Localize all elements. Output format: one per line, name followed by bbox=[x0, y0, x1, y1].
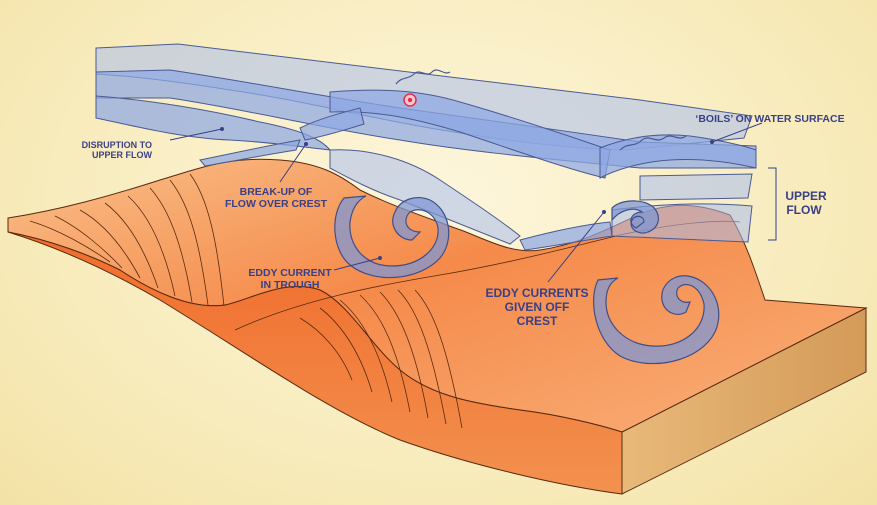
breakup-label-line2: FLOW OVER CREST bbox=[225, 198, 328, 210]
eddy-trough-label-line1: EDDY CURRENT bbox=[248, 267, 332, 279]
leader-lines bbox=[169, 122, 777, 283]
eddies-crest-label-line1: EDDY CURRENTS bbox=[485, 286, 588, 300]
flow-sheet-lower-1 bbox=[639, 173, 753, 201]
red-target-marker-icon[interactable] bbox=[403, 93, 417, 107]
disruption-label-line1: DISRUPTION TO bbox=[82, 140, 152, 150]
upper-flow-sheets bbox=[95, 43, 757, 251]
disruption-label-line2: UPPER FLOW bbox=[92, 150, 153, 160]
eddies-crest-label-line2: GIVEN OFF bbox=[505, 300, 570, 314]
eddy-crest bbox=[593, 275, 720, 365]
upper-flow-label-line1: UPPER bbox=[785, 189, 827, 203]
falling-sheet bbox=[329, 149, 521, 245]
boils-tube bbox=[599, 134, 757, 179]
eddies-crest-label-line3: CREST bbox=[517, 314, 558, 328]
breakup-fragment-1 bbox=[199, 139, 301, 167]
crest-ridge-lines-1 bbox=[29, 173, 225, 307]
eddy-trough-label-line2: IN TROUGH bbox=[261, 279, 320, 291]
sand-front-face bbox=[7, 218, 623, 495]
crest-ridge-lines-2 bbox=[299, 289, 463, 429]
breakup-fragment-2 bbox=[299, 107, 365, 141]
surface-boils-waves-1 bbox=[395, 69, 451, 85]
surface-boils-waves-2 bbox=[619, 135, 687, 151]
eddy-small bbox=[611, 200, 659, 234]
upper-flow-label-line2: FLOW bbox=[786, 203, 822, 217]
breakup-fragment-3 bbox=[519, 221, 613, 251]
labels: DISRUPTION TO UPPER FLOW BREAK-UP OF FLO… bbox=[82, 113, 845, 328]
surface-tube bbox=[329, 89, 611, 179]
boils-label: ‘BOILS’ ON WATER SURFACE bbox=[695, 113, 844, 125]
breakup-label-line1: BREAK-UP OF bbox=[240, 186, 313, 198]
